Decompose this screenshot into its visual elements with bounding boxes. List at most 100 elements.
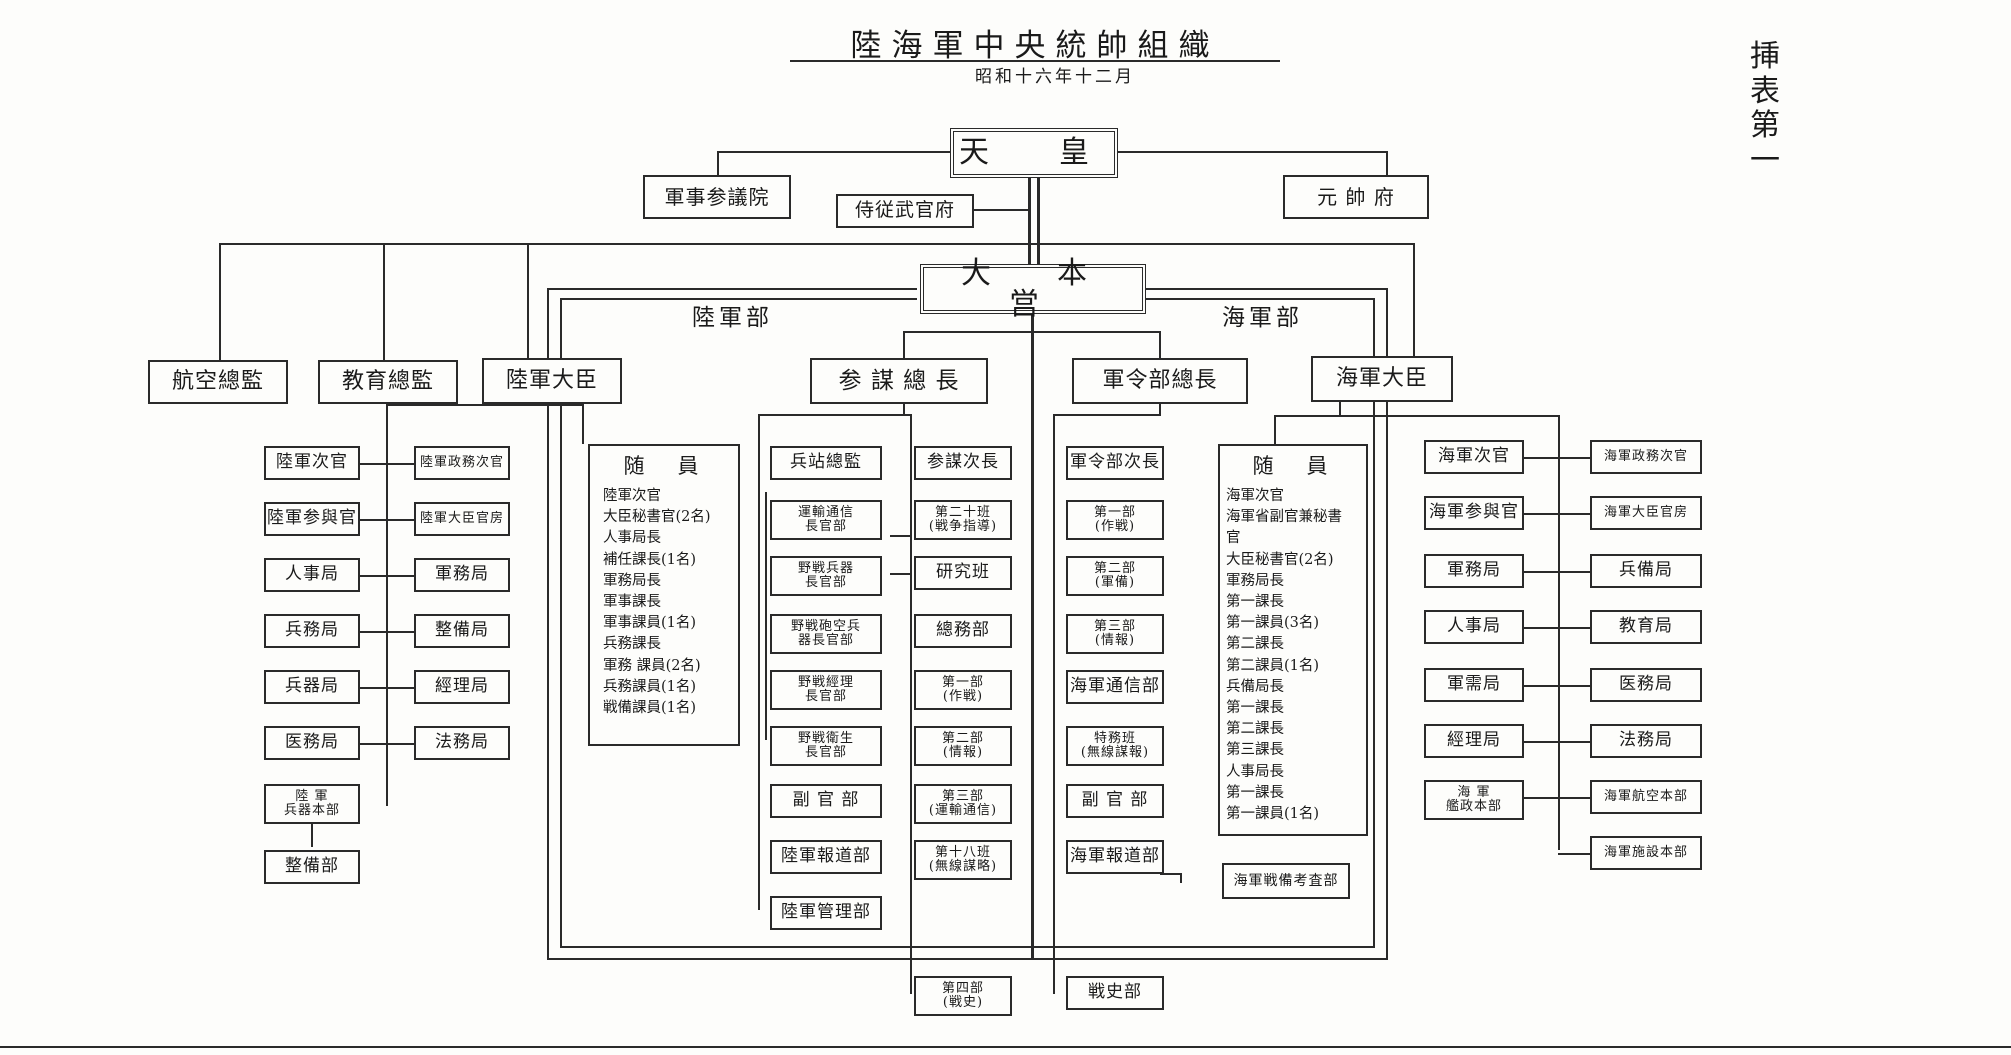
attendant-entry: 第一課長 xyxy=(1226,594,1284,611)
army-ministry-item: 經理局 xyxy=(414,670,510,704)
navy-ministry-item: 教育局 xyxy=(1590,610,1702,644)
navy-attendants-list: 海軍次官海軍省副官兼秘書官大臣秘書官(2名)軍務局長第一課長第一課員(3名)第二… xyxy=(1226,486,1356,825)
connector-line xyxy=(1160,873,1180,875)
connector-line xyxy=(527,243,529,363)
army-section-label: 陸軍部 xyxy=(692,305,773,331)
army-staff-item: 野戦兵器 長官部 xyxy=(770,556,882,596)
connector-line xyxy=(1180,873,1182,883)
connector-line xyxy=(1524,797,1558,799)
connector-line xyxy=(910,414,912,994)
army-ministry-item: 法務局 xyxy=(414,726,510,760)
ihq-frame xyxy=(1145,288,1388,290)
military-council-box: 軍事参議院 xyxy=(643,175,791,219)
army-minister-box: 陸軍大臣 xyxy=(482,358,622,404)
army-attendants-header: 随 員 xyxy=(623,454,705,478)
connector-line xyxy=(1053,414,1055,994)
navy-general-staff-item: 第一部 (作戦) xyxy=(1066,500,1164,540)
ihq-frame xyxy=(1386,288,1388,960)
connector-line xyxy=(890,535,910,537)
connector-line xyxy=(360,575,414,577)
connector-line xyxy=(360,463,414,465)
army-ministry-item: 兵務局 xyxy=(264,614,360,648)
connector-line xyxy=(1116,151,1388,153)
marshals-office-box: 元 帥 府 xyxy=(1283,175,1429,219)
attendant-entry: 兵備局長 xyxy=(1226,678,1284,695)
attendant-entry: 大臣秘書官(2名) xyxy=(603,509,711,526)
ihq-frame xyxy=(560,298,562,948)
connector-line xyxy=(1159,402,1161,414)
navy-ministry-item: 海軍施設本部 xyxy=(1590,836,1702,870)
connector-line xyxy=(1274,415,1560,417)
navy-general-staff-item: 海軍報道部 xyxy=(1066,840,1164,874)
connector-line xyxy=(1524,627,1558,629)
trunk-line xyxy=(1028,176,1031,264)
connector-line xyxy=(360,519,414,521)
connector-line xyxy=(1558,513,1590,515)
attendant-entry: 軍事課長 xyxy=(603,594,661,611)
connector-line xyxy=(765,492,767,740)
navy-ministry-item: 兵備局 xyxy=(1590,554,1702,588)
attendant-entry: 戦備課員(1名) xyxy=(603,700,697,717)
navy-general-staff-item: 副 官 部 xyxy=(1066,784,1164,818)
navy-general-staff-item: 戦史部 xyxy=(1066,976,1164,1010)
connector-line xyxy=(903,331,1161,333)
connector-line xyxy=(386,404,388,806)
connector-line xyxy=(890,573,910,575)
army-chief-of-staff-box: 参 謀 總 長 xyxy=(810,358,988,404)
connector-line xyxy=(758,414,760,910)
appendix-label: 挿表第一 xyxy=(1750,39,1780,178)
attendant-entry: 第三課長 xyxy=(1226,742,1284,759)
navy-attendants-box xyxy=(1218,444,1368,836)
ihq-frame xyxy=(547,288,917,290)
attendant-entry: 兵務課員(1名) xyxy=(603,678,697,695)
navy-ministry-item: 海軍航空本部 xyxy=(1590,780,1702,814)
education-inspector-box: 教育總監 xyxy=(318,360,458,404)
army-staff-item: 總務部 xyxy=(914,614,1012,648)
navy-ministry-item: 海軍次官 xyxy=(1424,440,1524,474)
connector-line xyxy=(1558,457,1590,459)
army-ministry-item: 陸軍大臣官房 xyxy=(414,502,510,536)
attendant-entry: 軍務局長 xyxy=(603,572,661,589)
navy-ministry-item: 海 軍 艦政本部 xyxy=(1424,780,1524,820)
connector-line xyxy=(1524,741,1558,743)
army-staff-item: 第十八班 (無線謀略) xyxy=(914,840,1012,880)
navy-ministry-item: 經理局 xyxy=(1424,724,1524,758)
army-ministry-item: 陸軍政務次官 xyxy=(414,446,510,480)
army-staff-item: 第二部 (情報) xyxy=(914,726,1012,766)
army-ministry-item: 兵器局 xyxy=(264,670,360,704)
army-staff-item: 第三部 (運輸通信) xyxy=(914,784,1012,824)
navy-minister-box: 海軍大臣 xyxy=(1311,356,1453,402)
navy-ministry-item: 海軍参與官 xyxy=(1424,496,1524,530)
navy-ministry-item: 法務局 xyxy=(1590,724,1702,758)
attendant-entry: 軍務 課員(2名) xyxy=(603,657,701,674)
connector-line xyxy=(903,402,905,414)
connector-line xyxy=(1339,402,1341,415)
army-ministry-item: 人事局 xyxy=(264,558,360,592)
emperor-box: 天 皇 xyxy=(950,128,1118,178)
attendant-entry: 軍事課員(1名) xyxy=(603,615,697,632)
attendant-entry: 補任課長(1名) xyxy=(603,551,697,568)
connector-line xyxy=(1274,415,1276,445)
attendant-entry: 兵務課長 xyxy=(603,636,661,653)
connector-line xyxy=(360,687,414,689)
navy-chief-of-staff-box: 軍令部總長 xyxy=(1072,358,1248,404)
army-staff-item: 参謀次長 xyxy=(914,446,1012,480)
attendant-entry: 第一課員(3名) xyxy=(1226,615,1320,632)
navy-ministry-item: 海軍大臣官房 xyxy=(1590,496,1702,530)
navy-general-staff-item: 特務班 (無線謀報) xyxy=(1066,726,1164,766)
ihq-frame xyxy=(560,298,917,300)
connector-line xyxy=(1558,797,1590,799)
connector-line xyxy=(958,209,1028,211)
imperial-hq-box: 大 本 営 xyxy=(920,257,1146,320)
army-staff-item: 第二十班 (戦争指導) xyxy=(914,500,1012,540)
navy-ministry-item: 軍需局 xyxy=(1424,668,1524,702)
aide-office-box: 侍従武官府 xyxy=(836,194,974,228)
attendant-entry: 海軍省副官兼秘書官 xyxy=(1226,509,1342,547)
army-ministry-item: 陸軍次官 xyxy=(264,446,360,480)
connector-line xyxy=(1558,741,1590,743)
chart-title: 陸海軍中央統帥組織 xyxy=(850,28,1220,64)
army-ministry-item: 医務局 xyxy=(264,726,360,760)
connector-line xyxy=(717,151,719,175)
connector-line xyxy=(1558,415,1560,850)
connector-line xyxy=(1558,627,1590,629)
